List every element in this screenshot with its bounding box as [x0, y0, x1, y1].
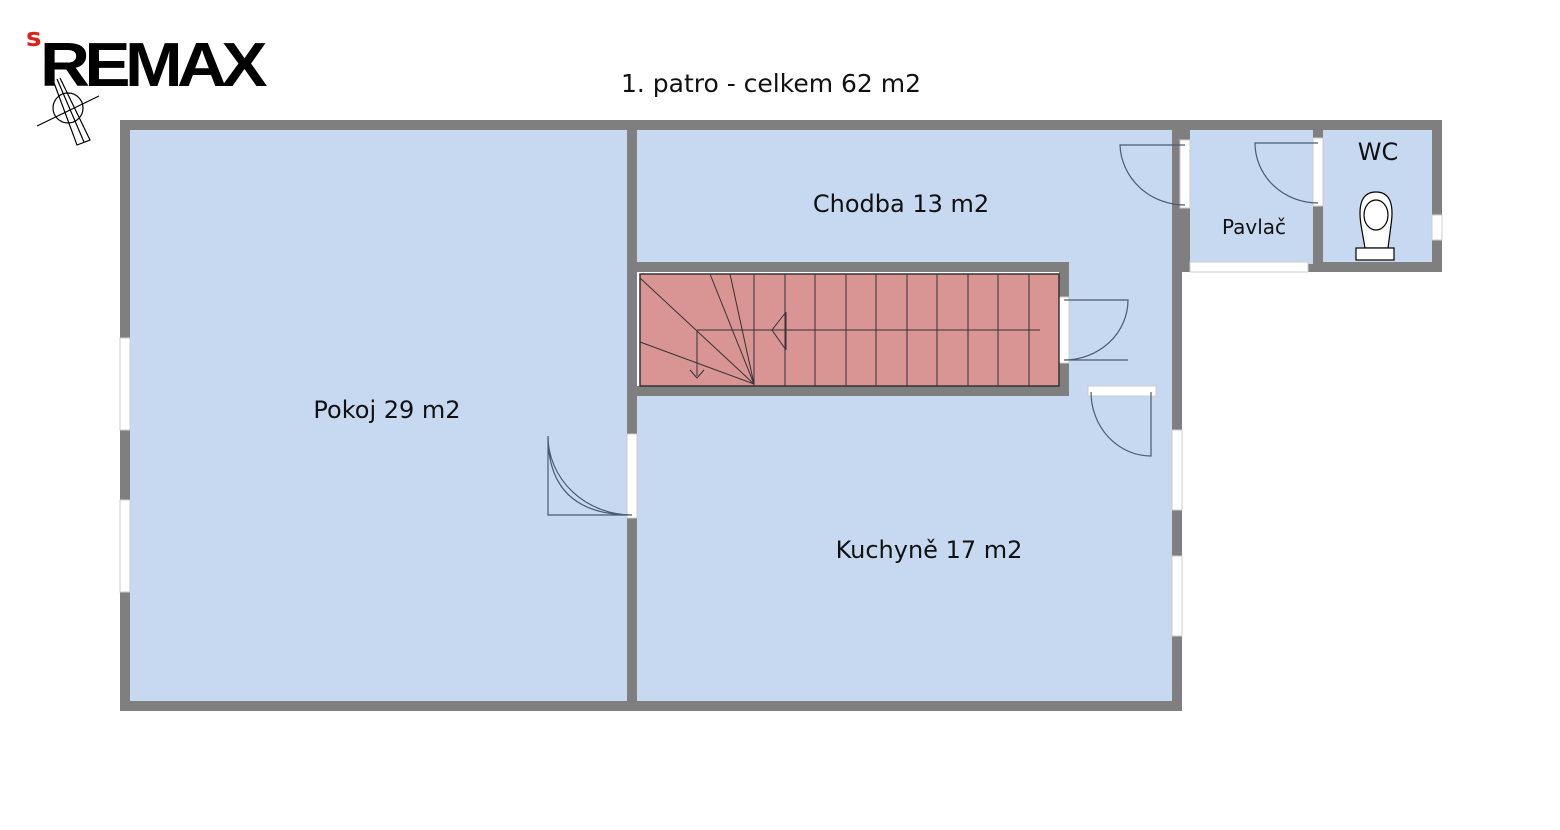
- compass-icon: [36, 77, 100, 146]
- remax-logo: s REMAX: [26, 23, 272, 100]
- svg-text:s: s: [26, 23, 41, 53]
- openings: [119, 137, 1443, 637]
- door-swings: [547, 142, 1319, 516]
- room-chodba: [637, 130, 1172, 262]
- floor-title: 1. patro - celkem 62 m2: [621, 69, 921, 98]
- toilet-icon: [1355, 191, 1395, 261]
- label-chodba: Chodba 13 m2: [813, 190, 989, 218]
- room-pavlac: [1190, 130, 1313, 264]
- floors: [130, 130, 1432, 701]
- label-pavlac: Pavlač: [1222, 215, 1286, 239]
- label-kuchyne: Kuchyně 17 m2: [836, 536, 1023, 564]
- staircase: [639, 273, 1060, 387]
- svg-text:REMAX: REMAX: [40, 31, 267, 100]
- room-kuchyne: [637, 396, 1172, 701]
- label-wc: WC: [1358, 138, 1399, 166]
- room-pokoj: [130, 130, 627, 701]
- label-pokoj: Pokoj 29 m2: [313, 396, 460, 424]
